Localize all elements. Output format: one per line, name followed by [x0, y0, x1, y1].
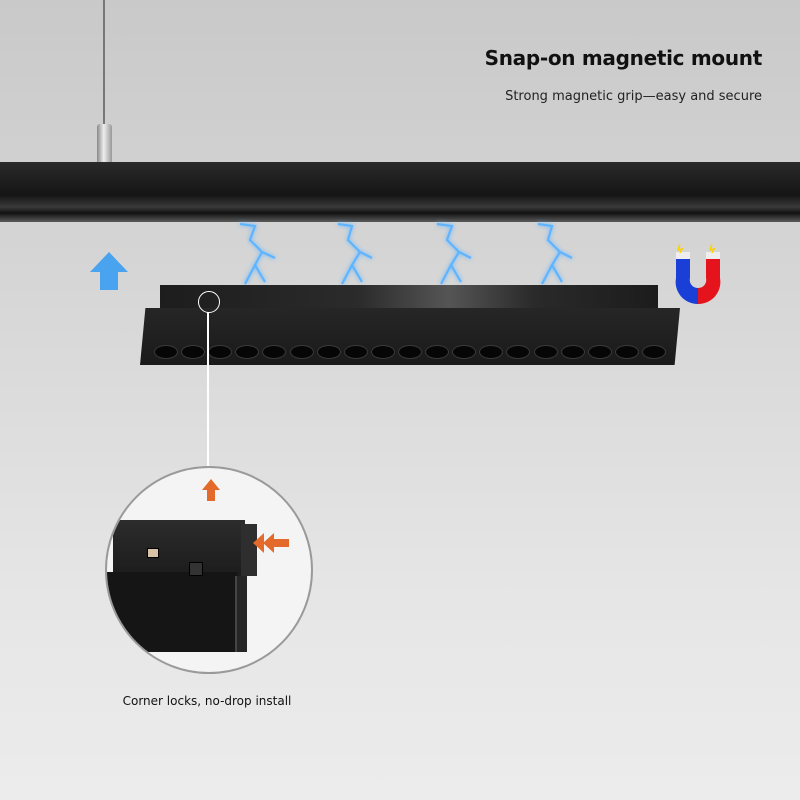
- wire-connector: [97, 124, 112, 164]
- light-fixture-top: [160, 285, 658, 311]
- corner-lock: [189, 562, 203, 576]
- lens-hole: [397, 345, 422, 359]
- magnet-contact: [147, 548, 159, 558]
- lightning-group: [239, 222, 573, 285]
- lens-hole: [614, 345, 639, 359]
- fixture-corner-upper: [113, 520, 245, 580]
- lens-hole: [289, 345, 314, 359]
- lens-hole: [479, 345, 504, 359]
- light-fixture-front: [140, 308, 680, 365]
- fixture-corner-lower-side: [235, 576, 247, 652]
- lens-hole: [533, 345, 558, 359]
- arrow-up-icon: [202, 479, 220, 501]
- page-subtitle: Strong magnetic grip—easy and secure: [505, 89, 762, 104]
- lens-hole: [235, 345, 260, 359]
- lens-hole: [641, 345, 666, 359]
- callout-marker: [198, 291, 220, 313]
- callout-caption: Corner locks, no-drop install: [122, 694, 292, 708]
- detail-zoom-circle: [105, 466, 313, 674]
- lens-hole: [343, 345, 368, 359]
- lens-hole: [262, 345, 287, 359]
- lightning-icon: [239, 222, 276, 285]
- lightning-icon: [537, 222, 573, 285]
- lens-hole: [154, 345, 178, 359]
- fixture-corner-lower: [107, 572, 237, 652]
- lens-hole: [370, 345, 395, 359]
- lightning-icon: [337, 222, 373, 285]
- lens-hole: [316, 345, 341, 359]
- double-arrow-left-icon: [253, 533, 289, 553]
- callout-line: [207, 312, 209, 468]
- lens-hole: [452, 345, 477, 359]
- fixture-corner-side: [241, 524, 257, 576]
- lens-hole: [181, 345, 206, 359]
- lens-hole: [506, 345, 531, 359]
- lightning-icon: [436, 222, 472, 285]
- suspension-wire: [103, 0, 105, 128]
- lens-hole: [560, 345, 585, 359]
- lens-hole: [208, 345, 233, 359]
- lens-hole: [425, 345, 450, 359]
- magnetic-track-rail: [0, 162, 800, 222]
- page-title: Snap-on magnetic mount: [484, 46, 763, 70]
- up-arrow-icon: [90, 252, 128, 290]
- magnet-icon: [675, 244, 721, 305]
- lens-hole: [587, 345, 612, 359]
